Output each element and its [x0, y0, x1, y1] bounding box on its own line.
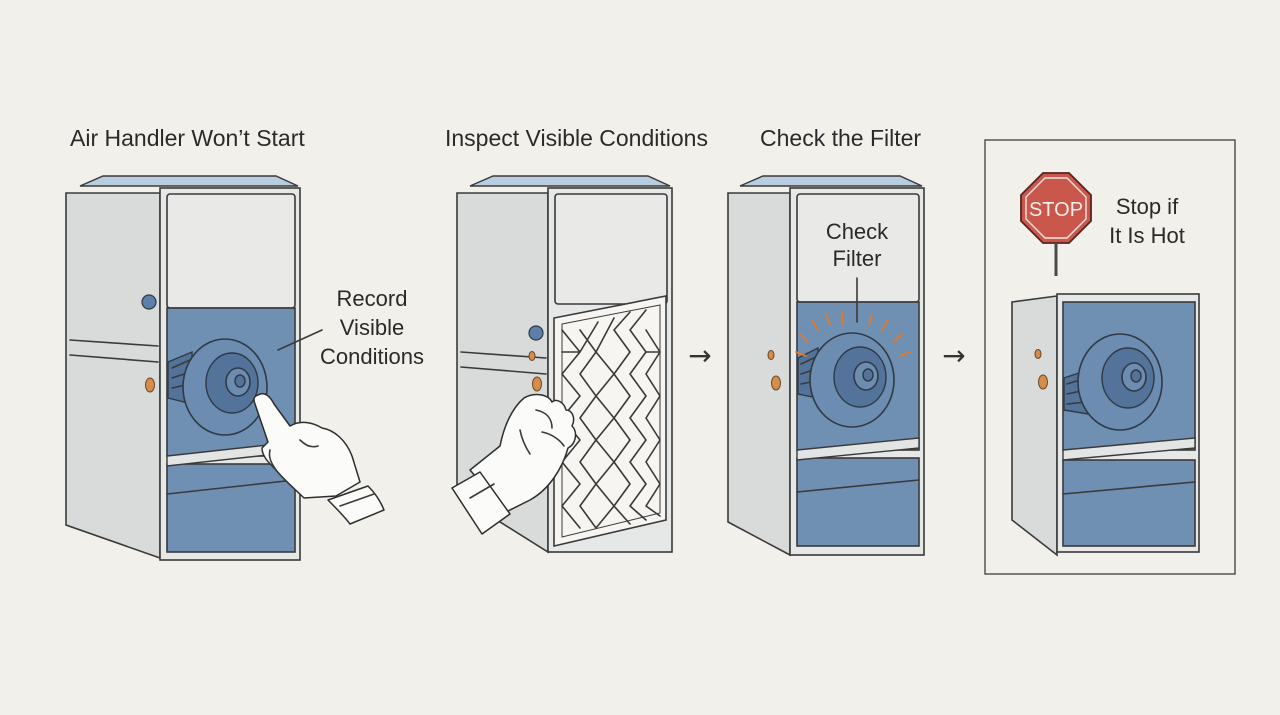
blower-fan — [1063, 333, 1163, 431]
callout-line-3: Conditions — [320, 344, 424, 369]
cabinet-top — [469, 175, 671, 187]
indicator-light — [771, 375, 781, 391]
step-3-panel: Check the Filter — [727, 125, 925, 557]
shelf — [1062, 437, 1196, 461]
arrow-right-icon: → — [942, 339, 965, 372]
indicator-light — [532, 376, 542, 392]
indicator-light — [1038, 374, 1048, 390]
control-knob — [141, 294, 157, 310]
cabinet-side — [65, 192, 161, 560]
indicator-light — [767, 350, 775, 360]
lower-compartment — [1062, 459, 1196, 547]
cabinet-side — [1011, 295, 1058, 557]
shelf — [796, 437, 920, 461]
callout-line-1: Record — [337, 286, 408, 311]
air-handler-unit-3 — [727, 175, 925, 557]
step-3-callout: Check Filter — [826, 219, 889, 271]
blower-fan — [167, 338, 268, 436]
pointing-hand-icon — [253, 392, 385, 525]
indicator-light — [528, 351, 536, 361]
stop-sign-text: STOP — [1029, 199, 1083, 221]
callout-line-2: Visible — [340, 315, 404, 340]
air-handler-unit-4 — [1011, 293, 1200, 557]
warning-frame — [984, 139, 1236, 575]
step-2-title: Inspect Visible Conditions — [445, 125, 708, 151]
caution-glow-lines — [795, 311, 911, 357]
step-2-panel: Inspect Visible Conditions — [445, 125, 708, 554]
callout-leader — [277, 329, 323, 351]
control-knob — [528, 325, 544, 341]
callout-line-1: Stop if — [1116, 194, 1179, 219]
upper-access-panel — [166, 193, 296, 309]
cabinet-top — [739, 175, 923, 187]
blower-fan — [797, 332, 895, 428]
upper-access-panel — [554, 193, 668, 305]
air-handler-unit-1 — [65, 175, 301, 561]
callout-line-1: Check — [826, 219, 889, 244]
step-1-panel: Air Handler Won’t Start — [65, 125, 424, 561]
stop-sign-icon: STOP — [1020, 172, 1092, 276]
step-1-callout: Record Visible Conditions — [320, 286, 424, 369]
cabinet-top — [79, 175, 299, 187]
lower-compartment — [166, 463, 296, 553]
callout-line-2: It Is Hot — [1109, 223, 1185, 248]
step-1-title: Air Handler Won’t Start — [70, 125, 305, 151]
indicator-light — [1034, 349, 1042, 359]
callout-line-2: Filter — [833, 246, 882, 271]
step-3-title: Check the Filter — [760, 125, 921, 151]
cabinet-side — [727, 192, 791, 557]
lower-compartment — [796, 457, 920, 547]
step-4-panel: STOP Stop if It Is Hot — [984, 139, 1236, 575]
hand-holding-filter-icon — [451, 393, 577, 535]
arrow-right-icon: → — [688, 339, 711, 372]
indicator-light — [145, 377, 155, 393]
step-4-callout: Stop if It Is Hot — [1109, 194, 1185, 248]
